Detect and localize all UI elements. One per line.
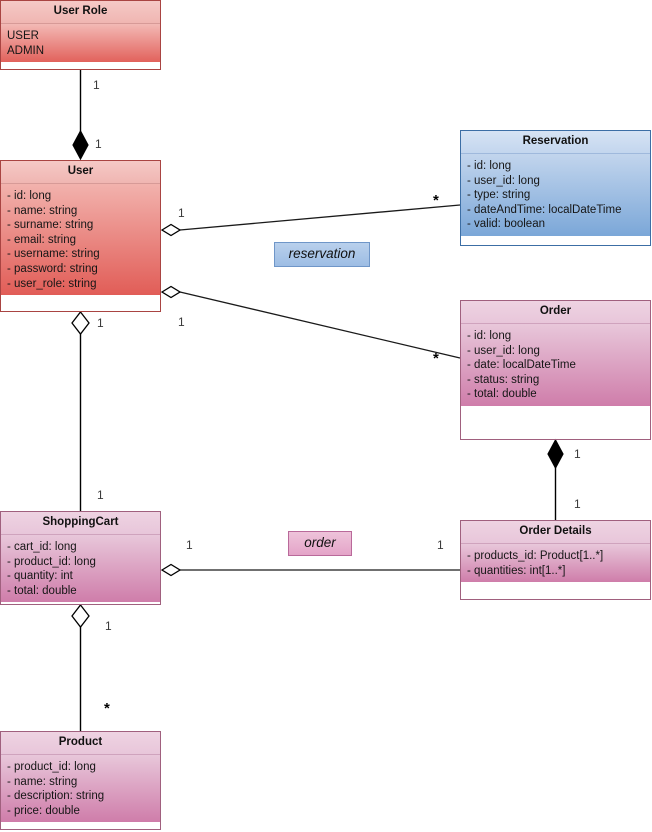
multiplicity-product-top: *: [104, 700, 110, 717]
attribute-row: - surname: string: [7, 219, 94, 232]
class-title-order: Order: [461, 301, 650, 324]
attribute-row: - id: long: [467, 160, 512, 172]
attribute-row: - products_id: Product[1..*]: [467, 550, 604, 562]
attribute-row: - valid: boolean: [467, 218, 545, 231]
attribute-row: - quantities: int[1..*]: [467, 564, 566, 577]
edge-shoppingcart-orderdetails[interactable]: [160, 563, 460, 577]
class-attributes-order-details: - products_id: Product[1..*] - quantitie…: [461, 544, 650, 583]
aggregation-diamond-hollow: [160, 223, 182, 237]
composition-diamond-filled: [72, 129, 89, 161]
aggregation-diamond-hollow: [71, 603, 90, 629]
edge-user-shoppingcart[interactable]: [71, 310, 90, 511]
association-label-order[interactable]: order: [288, 531, 352, 556]
attribute-row: - type: string: [467, 189, 531, 202]
multiplicity-cart-top: 1: [97, 488, 104, 502]
attribute-row: - user_id: long: [467, 344, 540, 357]
attribute-row: - total: double: [467, 388, 537, 401]
aggregation-diamond-hollow: [160, 285, 182, 299]
attribute-row: - description: string: [7, 790, 105, 803]
multiplicity-user-cart-near: 1: [97, 316, 104, 330]
class-box-user-role[interactable]: User Role USER ADMIN: [0, 0, 161, 70]
class-box-order-details[interactable]: Order Details - products_id: Product[1..…: [460, 520, 651, 600]
edge-order-orderdetails[interactable]: [547, 438, 564, 520]
attribute-row: - email: string: [7, 233, 77, 246]
attribute-row: - cart_id: long: [7, 541, 77, 553]
class-attributes-product: - product_id: long - name: string - desc…: [1, 755, 160, 823]
class-attributes-reservation: - id: long - user_id: long - type: strin…: [461, 154, 650, 236]
edge-shoppingcart-product[interactable]: [71, 603, 90, 731]
attribute-row: - user_role: string: [7, 277, 97, 290]
association-label-reservation[interactable]: reservation: [274, 242, 370, 267]
attribute-row: - date: localDateTime: [467, 359, 576, 372]
attribute-row: - dateAndTime: localDateTime: [467, 203, 622, 216]
attribute-row: - name: string: [7, 204, 78, 217]
attribute-row: ADMIN: [7, 44, 45, 57]
multiplicity-details-top: 1: [574, 497, 581, 511]
class-title-order-details: Order Details: [461, 521, 650, 544]
attribute-row: - product_id: long: [7, 761, 96, 773]
class-title-user-role: User Role: [1, 1, 160, 24]
edge-user-reservation[interactable]: [160, 204, 461, 237]
multiplicity-user-reservation-near: 1: [178, 206, 185, 220]
class-attributes-shoppingcart: - cart_id: long - product_id: long - qua…: [1, 535, 160, 603]
multiplicity-user-order-far: *: [433, 350, 439, 367]
aggregation-diamond-hollow: [71, 310, 90, 336]
class-attributes-order: - id: long - user_id: long - date: local…: [461, 324, 650, 406]
composition-diamond-filled: [547, 438, 564, 470]
attribute-row: - price: double: [7, 804, 80, 817]
class-box-reservation[interactable]: Reservation - id: long - user_id: long -…: [460, 130, 651, 246]
class-box-user[interactable]: User - id: long - name: string - surname…: [0, 160, 161, 312]
class-box-order[interactable]: Order - id: long - user_id: long - date:…: [460, 300, 651, 440]
attribute-row: - user_id: long: [467, 174, 540, 187]
attribute-row: - id: long: [467, 330, 512, 342]
attribute-row: - quantity: int: [7, 570, 73, 583]
multiplicity-user-reservation-far: *: [433, 192, 439, 209]
attribute-row: - name: string: [7, 775, 78, 788]
attribute-row: - status: string: [467, 373, 540, 386]
multiplicity-user-top: 1: [95, 137, 102, 151]
class-title-shoppingcart: ShoppingCart: [1, 512, 160, 535]
multiplicity-cart-details-far: 1: [437, 538, 444, 552]
attribute-row: - username: string: [7, 248, 100, 261]
aggregation-diamond-hollow: [160, 563, 182, 577]
multiplicity-userrole-bottom: 1: [93, 78, 100, 92]
attribute-row: - password: string: [7, 262, 98, 275]
class-box-shoppingcart[interactable]: ShoppingCart - cart_id: long - product_i…: [0, 511, 161, 605]
multiplicity-user-order-near: 1: [178, 315, 185, 329]
edge-userrole-user[interactable]: [72, 70, 89, 161]
attribute-row: - id: long: [7, 190, 52, 202]
class-title-product: Product: [1, 732, 160, 755]
multiplicity-cart-product-near: 1: [105, 619, 112, 633]
attribute-row: USER: [7, 30, 39, 42]
class-title-reservation: Reservation: [461, 131, 650, 154]
attribute-row: - total: double: [7, 584, 77, 597]
attribute-row: - product_id: long: [7, 555, 96, 568]
multiplicity-order-bottom: 1: [574, 447, 581, 461]
edge-user-order[interactable]: [160, 285, 461, 359]
multiplicity-cart-details-near: 1: [186, 538, 193, 552]
class-attributes-user-role: USER ADMIN: [1, 24, 160, 63]
class-attributes-user: - id: long - name: string - surname: str…: [1, 184, 160, 296]
class-title-user: User: [1, 161, 160, 184]
class-box-product[interactable]: Product - product_id: long - name: strin…: [0, 731, 161, 830]
